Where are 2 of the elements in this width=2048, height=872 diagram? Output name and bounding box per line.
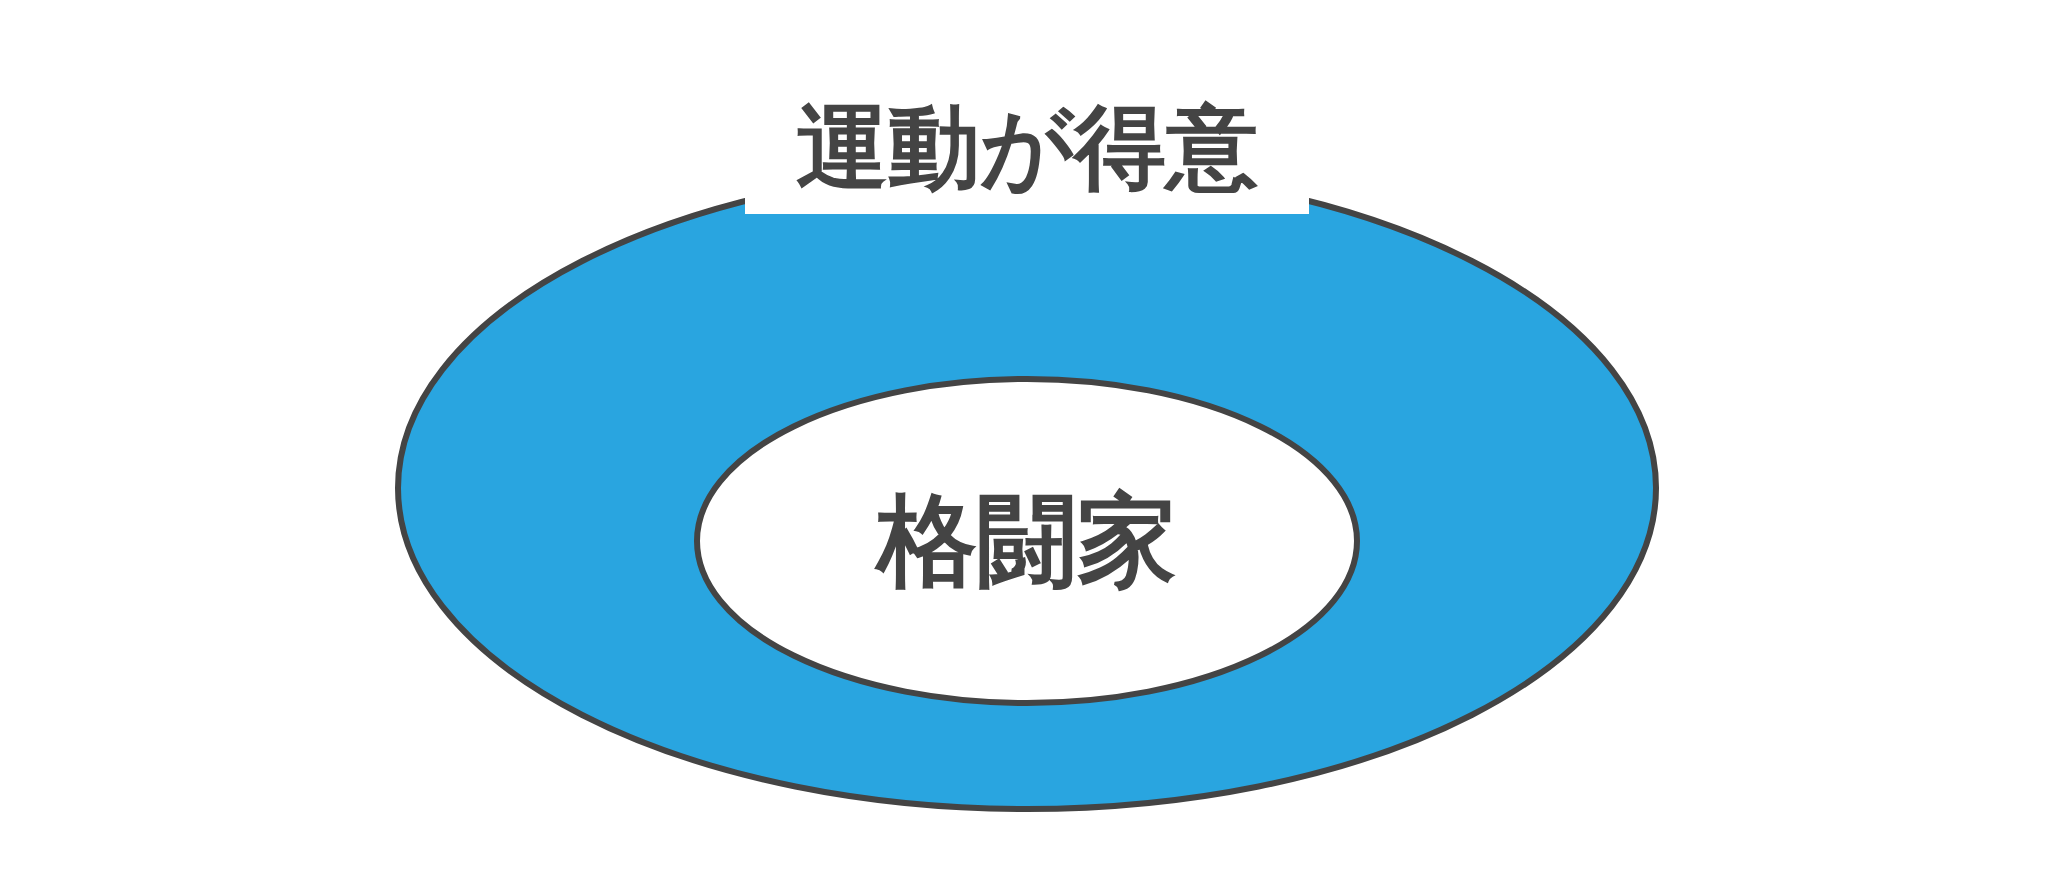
heading-text: 運動が得意 — [795, 102, 1259, 194]
ellipse — [694, 376, 1360, 706]
